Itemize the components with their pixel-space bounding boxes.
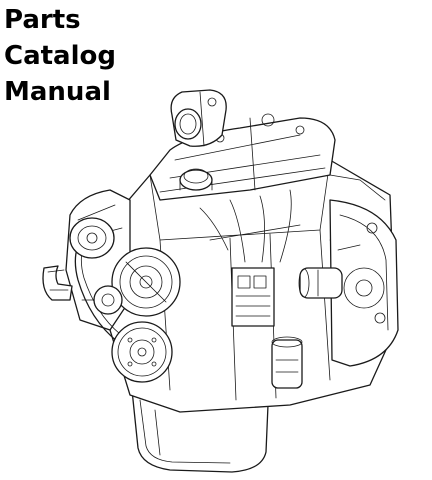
- oil-pan: [131, 389, 269, 473]
- oil-filler-cap: [179, 168, 213, 191]
- flywheel-housing: [329, 199, 399, 367]
- crankshaft-damper: [111, 321, 173, 383]
- title-line-parts: Parts: [4, 5, 81, 35]
- manifold-details: [329, 174, 386, 324]
- idler-pulley: [93, 285, 123, 315]
- water-pump-pulley: [111, 247, 181, 317]
- fuel-filter: [271, 336, 303, 389]
- coolant-hose: [42, 265, 73, 301]
- ecu-module: [231, 267, 275, 327]
- title-line-manual: Manual: [4, 77, 111, 107]
- intake-elbow: [170, 89, 227, 147]
- title-line-catalog: Catalog: [4, 41, 116, 71]
- starter-motor: [298, 267, 343, 299]
- page-title: Parts Catalog Manual: [4, 2, 116, 110]
- fuel-lines: [199, 189, 301, 263]
- alternator: [69, 217, 115, 259]
